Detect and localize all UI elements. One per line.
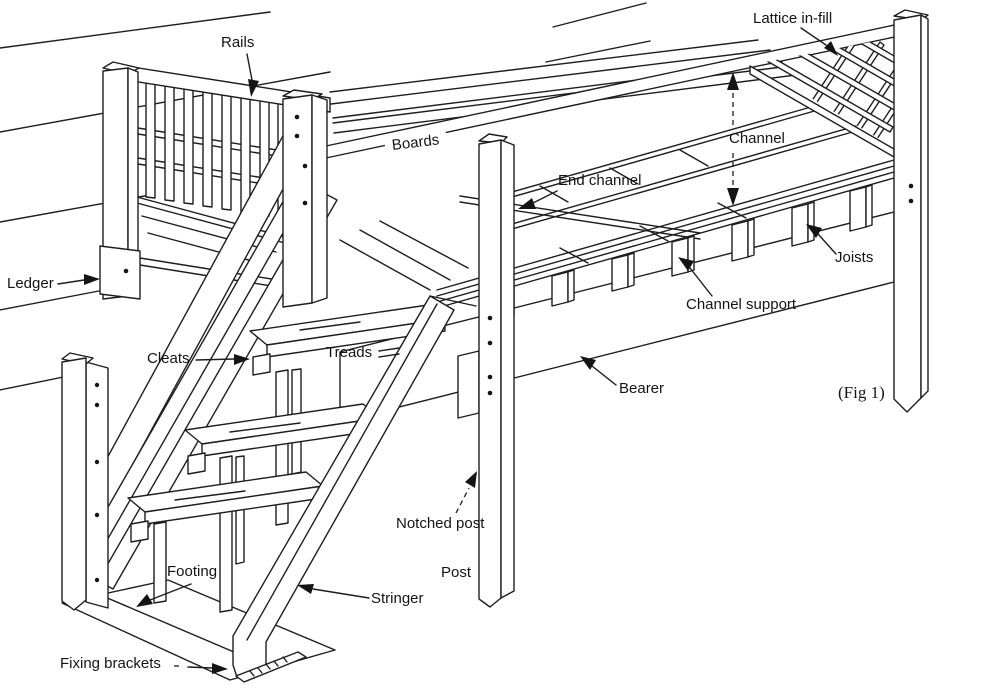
label-fixing-brackets: Fixing brackets bbox=[60, 655, 161, 672]
label-ledger: Ledger bbox=[7, 275, 54, 292]
treads-tick bbox=[379, 348, 399, 351]
label-lattice-infill: Lattice in-fill bbox=[753, 10, 833, 27]
stair-top-post bbox=[283, 90, 327, 307]
cleats-arrow-icon bbox=[234, 354, 250, 365]
joists-arrow-icon bbox=[806, 224, 822, 238]
label-treads: Treads bbox=[326, 344, 373, 361]
cleats-leader bbox=[196, 359, 234, 360]
annotation-arrows bbox=[58, 28, 838, 674]
label-joists: Joists bbox=[835, 249, 874, 266]
ledger-leader bbox=[58, 280, 84, 284]
label-channel-support: Channel support bbox=[686, 296, 797, 313]
label-notched-post: Notched post bbox=[396, 515, 485, 532]
treads-tick bbox=[379, 354, 399, 357]
bearer-arrow-icon bbox=[580, 356, 596, 370]
stair-handrail bbox=[76, 112, 337, 589]
channel-up-arrow-icon bbox=[727, 72, 739, 90]
footing-leader bbox=[150, 584, 191, 600]
label-rails: Rails bbox=[221, 34, 255, 51]
fixing-brackets-arrow-icon bbox=[212, 663, 228, 674]
label-bearer: Bearer bbox=[619, 380, 665, 397]
end-channel-arrow-icon bbox=[518, 198, 536, 209]
rails-leader bbox=[247, 54, 252, 80]
channel-support-leader bbox=[690, 268, 712, 296]
label-end-channel: End channel bbox=[558, 172, 642, 189]
label-stringer: Stringer bbox=[371, 590, 424, 607]
end-channel-leader bbox=[533, 191, 557, 203]
deck-boards-lines bbox=[330, 40, 796, 133]
joists-leader bbox=[818, 234, 836, 254]
label-fig-reference: (Fig 1) bbox=[838, 383, 885, 402]
channel-down-arrow-icon bbox=[727, 188, 739, 206]
house-wall-lines bbox=[0, 3, 650, 390]
notched-post-structure bbox=[458, 134, 514, 607]
ledger-arrow-icon bbox=[84, 274, 100, 285]
stair-bottom-post bbox=[62, 353, 108, 610]
rails-arrow-icon bbox=[248, 79, 259, 97]
footing-arrow-icon bbox=[136, 594, 153, 607]
label-channel: Channel bbox=[729, 130, 785, 147]
stringer-leader bbox=[313, 589, 369, 598]
notched-post-leader bbox=[456, 488, 469, 513]
label-post: Post bbox=[441, 564, 472, 581]
label-cleats: Cleats bbox=[147, 350, 190, 367]
fixing-brackets-leader bbox=[188, 667, 212, 668]
notched-post-arrow-icon bbox=[465, 471, 477, 488]
bearer-leader bbox=[592, 366, 616, 385]
stringer-arrow-icon bbox=[297, 584, 314, 594]
lattice-arrow-icon bbox=[824, 41, 838, 56]
channel-support-arrow-icon bbox=[678, 257, 694, 271]
label-footing: Footing bbox=[167, 563, 218, 580]
lattice-leader bbox=[801, 28, 826, 45]
right-post bbox=[894, 10, 928, 412]
stringer-structure bbox=[233, 296, 476, 682]
